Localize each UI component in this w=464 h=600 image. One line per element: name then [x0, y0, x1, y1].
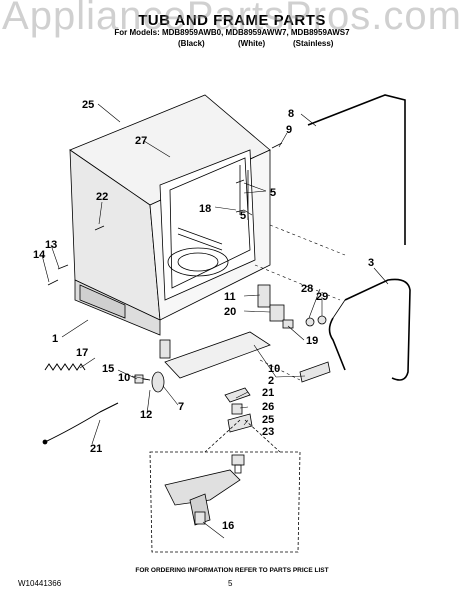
ordering-note: FOR ORDERING INFORMATION REFER TO PARTS … [135, 567, 329, 574]
callout-28: 29 [316, 291, 328, 303]
toe-panel-bracket [164, 331, 271, 379]
callout-5: 5 [270, 187, 276, 199]
callout-15: 16 [222, 520, 234, 532]
callout-8: 7 [178, 401, 184, 413]
callout-4: 5 [240, 210, 246, 222]
callout-1: 1 [52, 333, 58, 345]
callout-24: 25 [262, 414, 274, 426]
tub-gasket [344, 278, 411, 381]
callout-29: 21 [262, 387, 274, 399]
page-number: 5 [228, 579, 233, 588]
tub-assembly [69, 94, 271, 336]
model-list: For Models: MDB8959AWB0, MDB8959AWW7, MD… [114, 28, 350, 37]
door-spring [44, 363, 86, 371]
callout-10b: 10 [118, 372, 130, 384]
callout-19: 20 [224, 306, 236, 318]
callout-27: 28 [301, 283, 313, 295]
callout-14: 15 [102, 363, 114, 375]
callout-17: 18 [199, 203, 211, 215]
callout-3: 3 [368, 257, 374, 269]
callout-11: 12 [140, 409, 152, 421]
door-gasket [307, 94, 406, 245]
callout-2: 2 [268, 375, 274, 387]
callout-21: 22 [96, 191, 108, 203]
callout-13: 14 [33, 249, 46, 261]
door-cable [44, 402, 119, 443]
callout-18: 19 [306, 335, 318, 347]
page-title: TUB AND FRAME PARTS [138, 12, 326, 29]
callout-7: 9 [286, 124, 292, 136]
callout-6: 8 [288, 108, 294, 120]
callout-10a: 11 [224, 291, 236, 303]
finish-stainless: (Stainless) [293, 39, 334, 48]
document-part-number: W10441366 [18, 579, 62, 588]
finish-black: (Black) [178, 39, 205, 48]
callout-9: 10 [268, 363, 280, 375]
callout-22: 23 [262, 426, 274, 438]
callout-20: 21 [90, 443, 102, 455]
finish-white: (White) [238, 39, 266, 48]
callout-26: 27 [135, 135, 147, 147]
callout-12: 13 [45, 239, 57, 251]
callout-23: 25 [82, 99, 94, 111]
callout-25: 26 [262, 401, 274, 413]
callout-16: 17 [76, 347, 88, 359]
